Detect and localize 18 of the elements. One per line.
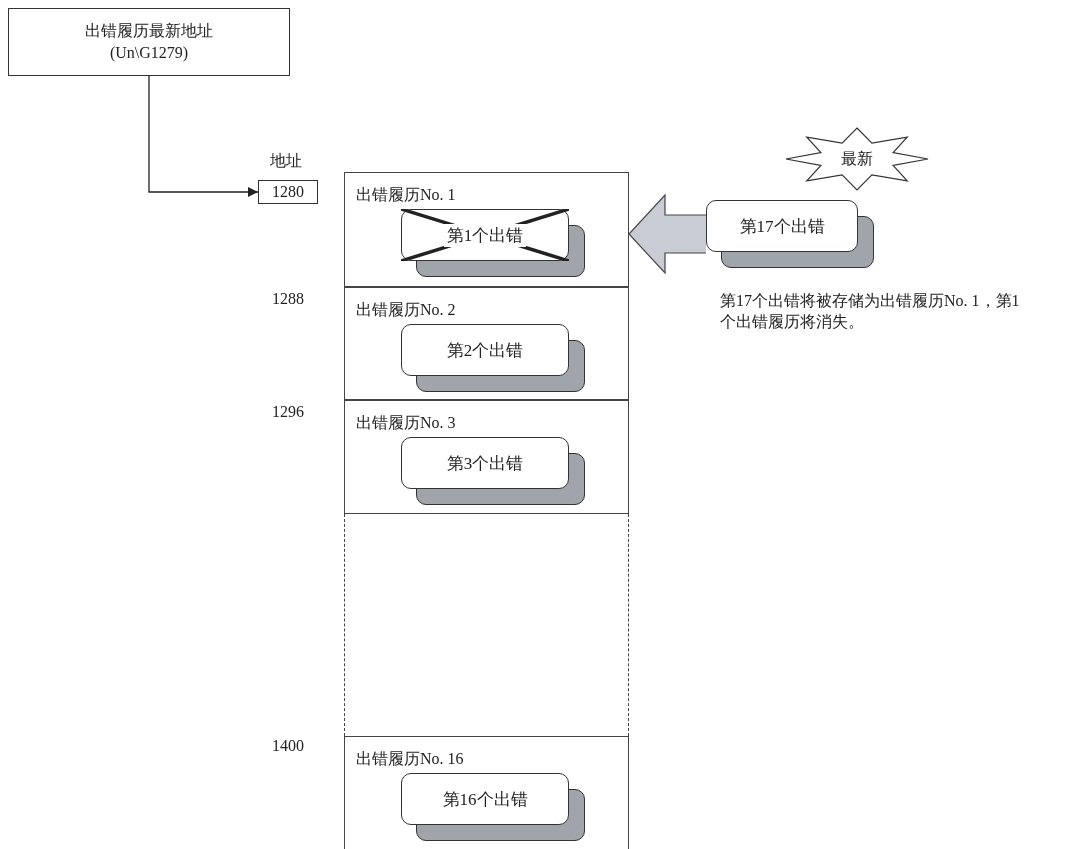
address-label: 1288	[272, 289, 304, 309]
slot-title: 出错履历No. 16	[356, 749, 464, 769]
address-label: 1296	[272, 402, 304, 422]
slot-title: 出错履历No. 2	[356, 300, 456, 320]
memory-slot	[344, 400, 629, 514]
block-arrow	[628, 193, 707, 275]
note-text: 第17个出错将被存储为出错履历No. 1，第1个出错履历将消失。	[720, 291, 1021, 332]
starburst-badge: 最新	[784, 126, 930, 192]
slot-title: 出错履历No. 3	[356, 413, 456, 433]
slot-title: 出错履历No. 1	[356, 185, 456, 205]
arrow	[148, 75, 259, 197]
address-box: 1280	[258, 180, 318, 204]
memory-slot	[344, 172, 629, 287]
heading-label: 地址	[270, 151, 302, 171]
memory-slot	[344, 287, 629, 400]
memory-slot	[344, 736, 629, 849]
address-label: 1400	[272, 736, 304, 756]
address-pointer-box: 出错履历最新地址 (Un\G1279)	[8, 8, 290, 76]
